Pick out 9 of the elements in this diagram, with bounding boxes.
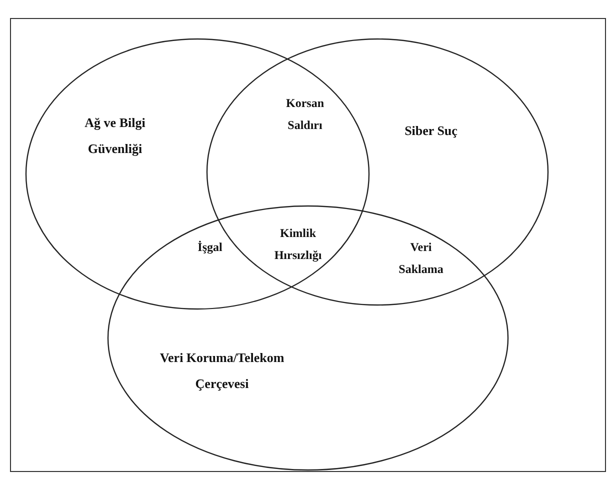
- venn-ellipse: [25, 38, 370, 310]
- set-label: Veri Koruma/Telekom Çerçevesi: [158, 349, 286, 393]
- set-label: Siber Suç: [404, 122, 458, 140]
- intersection-label: İşgal: [196, 239, 224, 256]
- intersection-label: Korsan Saldırı: [284, 95, 325, 134]
- intersection-label: Kimlik Hırsızlığı: [273, 225, 323, 264]
- set-label: Ağ ve Bilgi Güvenliği: [84, 114, 146, 158]
- venn-ellipse: [107, 205, 509, 471]
- intersection-label: Veri Saklama: [398, 239, 444, 278]
